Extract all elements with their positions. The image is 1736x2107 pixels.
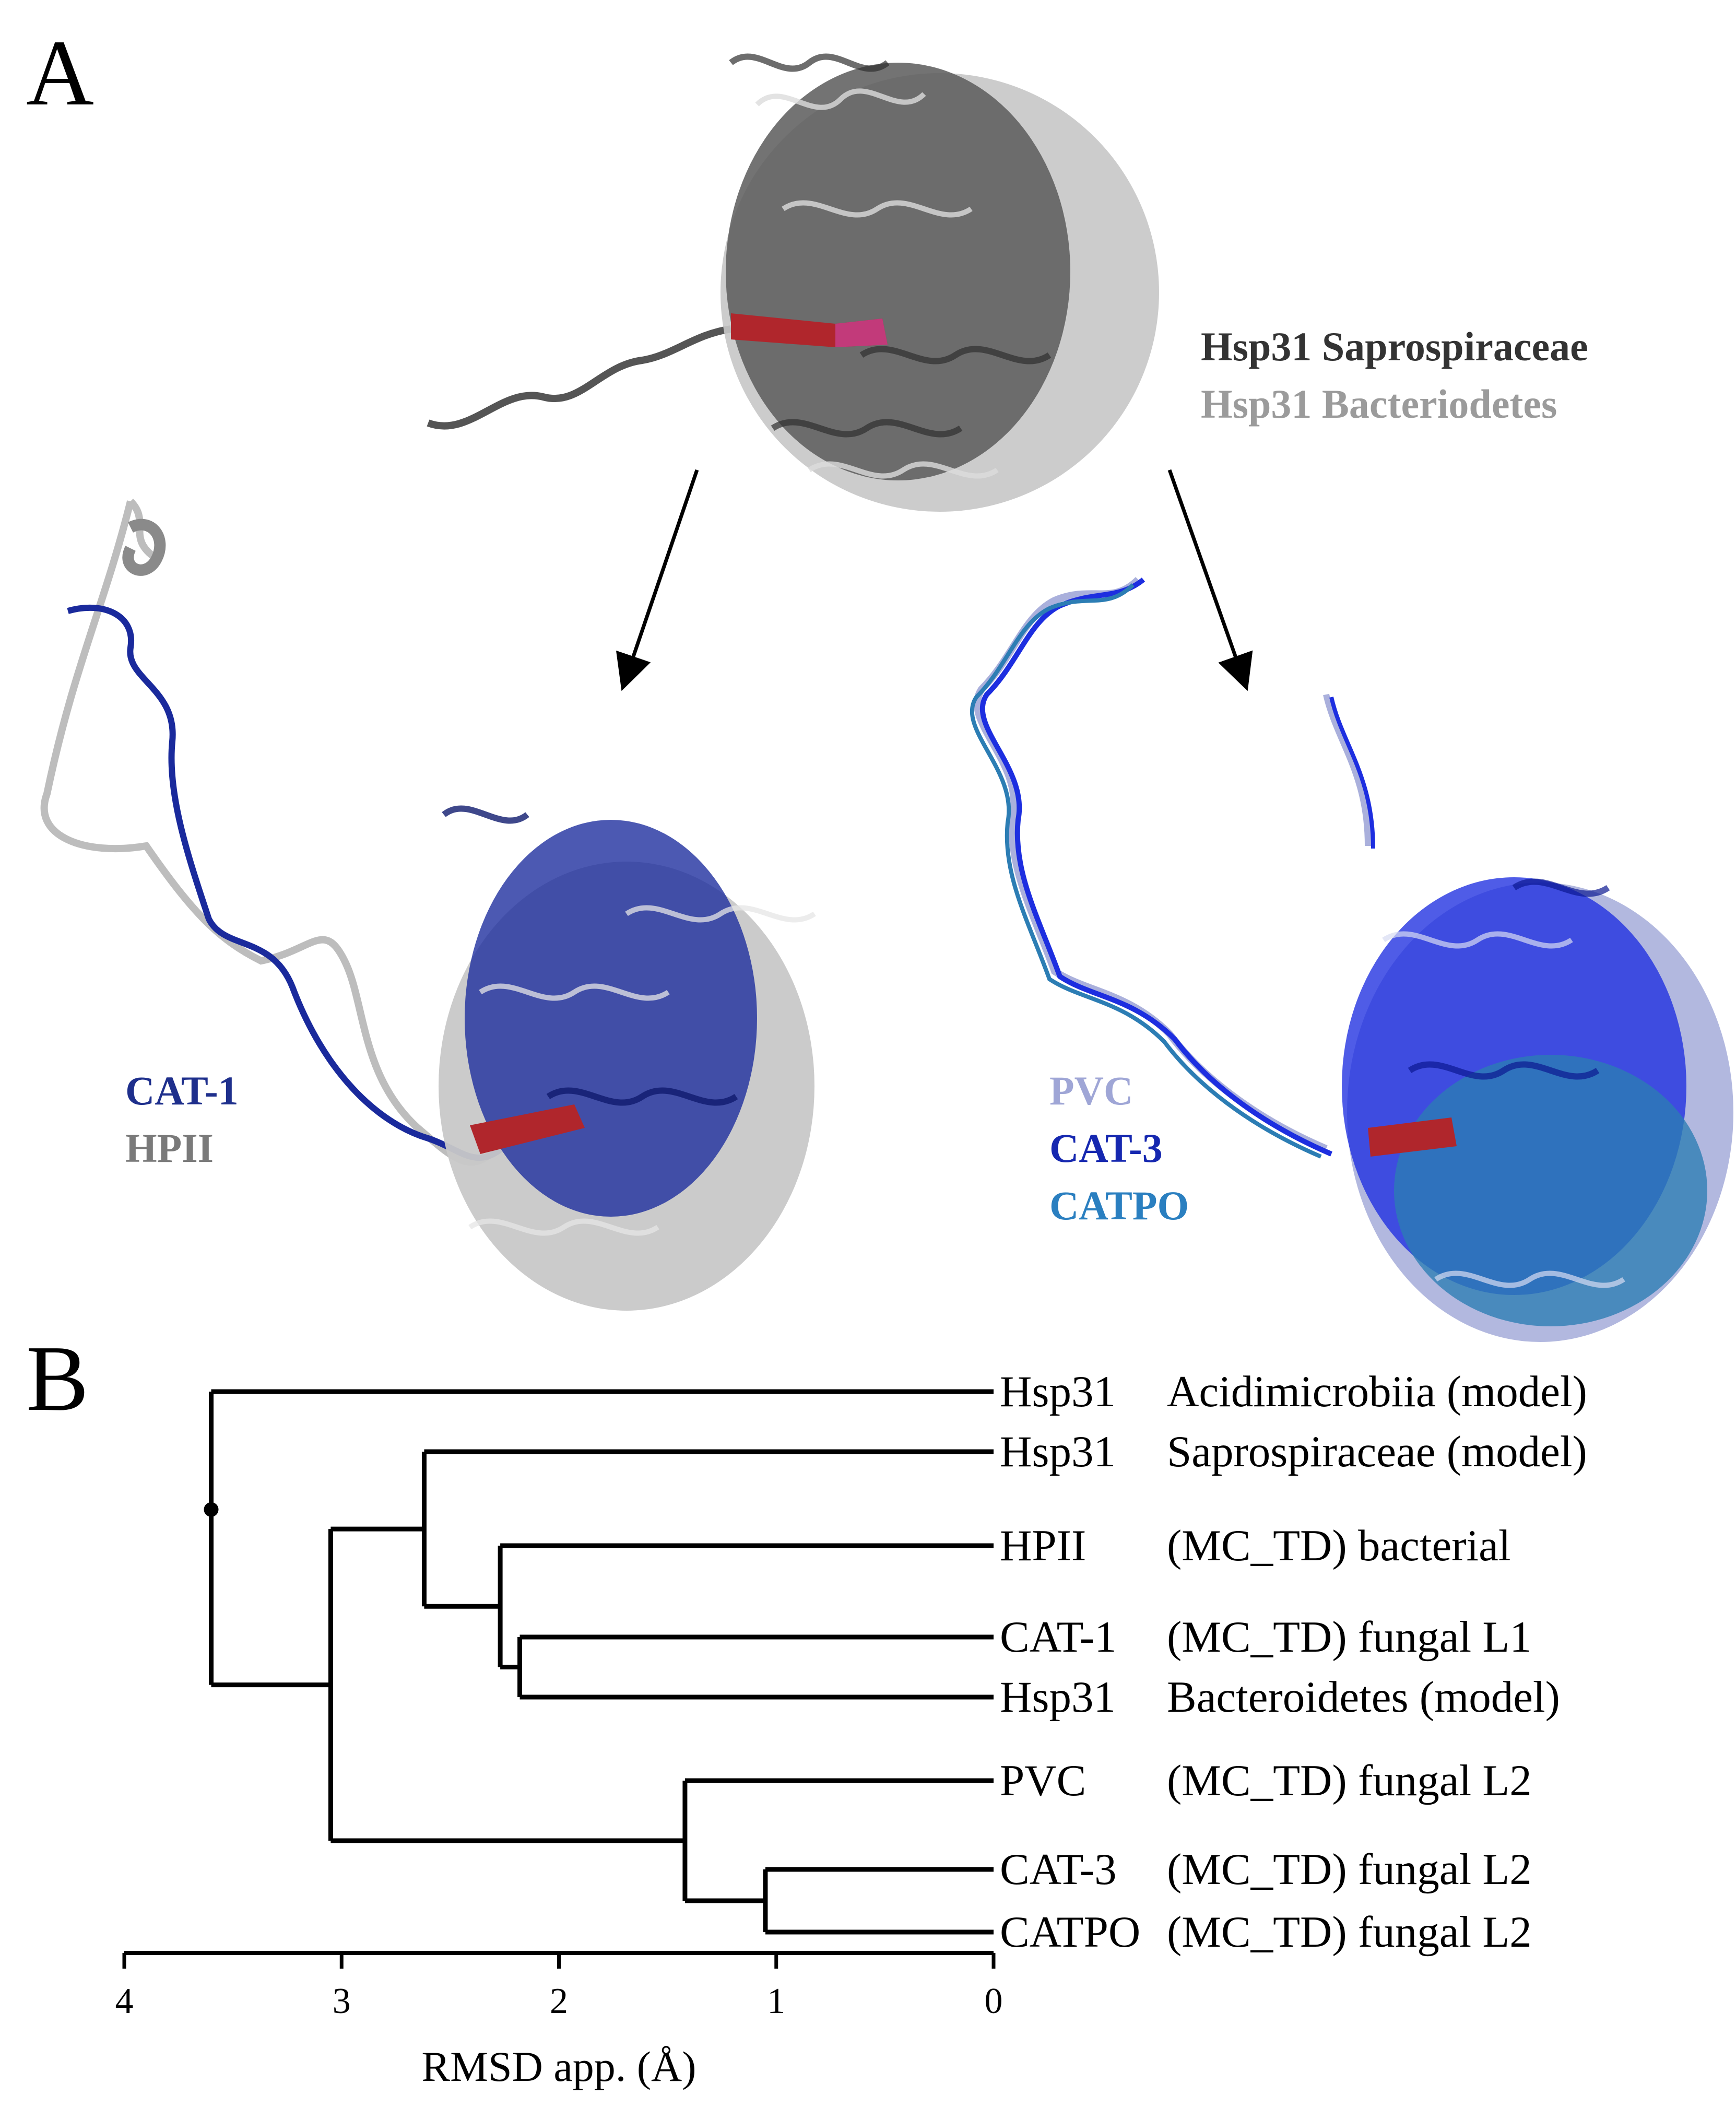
- x-tick-label-4: 0: [985, 1981, 1003, 2021]
- leaf-desc-1: Saprospiraceae (model): [1167, 1427, 1587, 1476]
- pvc-cat3-catpo-structure: [970, 576, 1733, 1342]
- catpo-body: [1394, 1055, 1707, 1326]
- label-hsp31-saprospiraceae: Hsp31 Saprospiraceae: [1201, 324, 1588, 369]
- x-tick-label-0: 4: [115, 1981, 134, 2021]
- x-tick-label-2: 2: [550, 1981, 568, 2021]
- hsp31-legend: Hsp31 Saprospiraceae Hsp31 Bacteriodetes: [1201, 324, 1588, 427]
- cat1-tail-coil: [67, 604, 503, 1161]
- leaf-name-5: PVC: [1000, 1756, 1086, 1805]
- leaf-name-3: CAT-1: [1000, 1612, 1117, 1662]
- leaf-desc-2: (MC_TD) bacterial: [1167, 1521, 1511, 1570]
- arrow-right: [1167, 469, 1253, 691]
- pvc-tail-coil: [973, 576, 1328, 1152]
- cat1-body: [465, 820, 757, 1217]
- leaf-name-6: CAT-3: [1000, 1845, 1117, 1894]
- label-cat-3: CAT-3: [1049, 1125, 1163, 1171]
- label-hsp31-bacteriodetes: Hsp31 Bacteriodetes: [1201, 381, 1557, 427]
- cat1-red-strand: [470, 1104, 585, 1154]
- leaf-desc-7: (MC_TD) fungal L2: [1167, 1908, 1532, 1957]
- label-pvc: PVC: [1049, 1068, 1133, 1113]
- leaf-name-1: Hsp31: [1000, 1427, 1116, 1476]
- x-axis-title: RMSD app. (Å): [421, 2043, 696, 2090]
- hsp31-structure: [427, 53, 1159, 512]
- leaf-desc-6: (MC_TD) fungal L2: [1167, 1845, 1532, 1894]
- leaf-desc-0: Acidimicrobiia (model): [1167, 1367, 1587, 1416]
- label-cat-1: CAT-1: [125, 1068, 239, 1113]
- leaf-desc-3: (MC_TD) fungal L1: [1167, 1612, 1532, 1662]
- label-hpii: HPII: [125, 1125, 214, 1171]
- cat1-hpii-structure: [40, 499, 816, 1311]
- label-catpo: CATPO: [1049, 1183, 1189, 1228]
- leaf-name-0: Hsp31: [1000, 1367, 1116, 1416]
- leaf-desc-4: Bacteroidetes (model): [1167, 1673, 1560, 1722]
- x-tick-label-1: 3: [333, 1981, 351, 2021]
- hpii-tail-coil: [40, 499, 499, 1166]
- root-node-marker: [204, 1502, 219, 1517]
- cat1-legend: CAT-1 HPII: [125, 1068, 239, 1171]
- leaf-desc-5: (MC_TD) fungal L2: [1167, 1756, 1532, 1805]
- hsp31-body-dark: [726, 63, 1070, 480]
- leaf-name-4: Hsp31: [1000, 1673, 1116, 1722]
- right-legend: PVC CAT-3 CATPO: [1049, 1068, 1189, 1228]
- leaf-name-7: CATPO: [1000, 1908, 1140, 1957]
- hsp31-tail-coil: [427, 325, 732, 430]
- leaf-name-2: HPII: [1000, 1521, 1086, 1570]
- catpo-tail-coil: [970, 583, 1322, 1159]
- panel-label-a: A: [26, 21, 94, 125]
- x-tick-label-3: 1: [767, 1981, 785, 2021]
- panel-label-b: B: [26, 1326, 89, 1430]
- cat3-tail-coil: [979, 578, 1332, 1157]
- right-red-strand: [1368, 1117, 1457, 1157]
- arrow-left: [616, 469, 699, 691]
